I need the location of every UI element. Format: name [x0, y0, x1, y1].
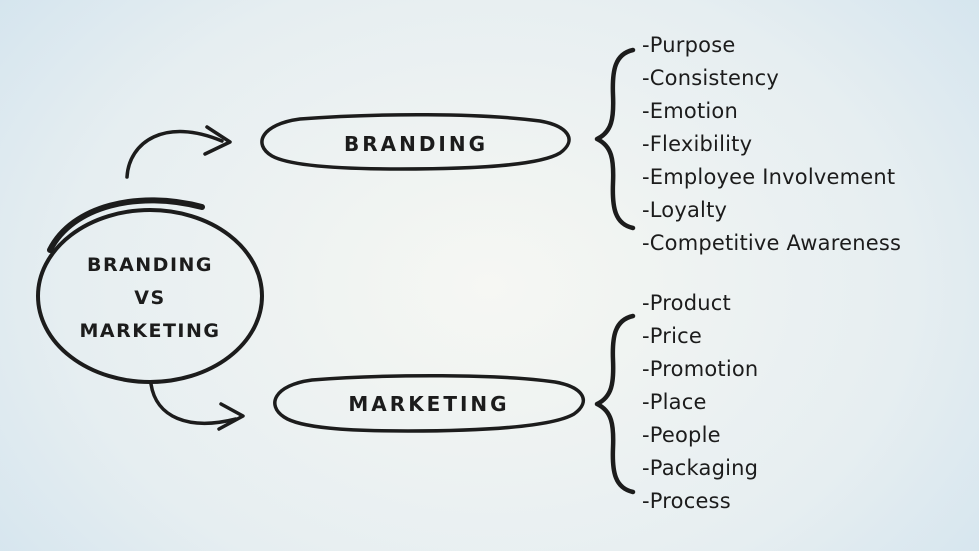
center-node-line3: MARKETING: [79, 320, 221, 342]
center-ellipse-accent-stroke: [47, 197, 205, 253]
marketing-pill-shape: [273, 373, 586, 433]
list-item: -Employee Involvement: [642, 165, 896, 189]
branding-arrow-icon: [125, 125, 232, 179]
list-item: -Consistency: [642, 66, 779, 90]
list-item: -Competitive Awareness: [642, 231, 902, 255]
marketing-brace-icon: [594, 313, 636, 495]
list-item: -People: [642, 423, 721, 447]
list-item: -Product: [642, 291, 731, 315]
list-item: -Flexibility: [642, 132, 753, 156]
branding-brace-icon: [594, 47, 636, 231]
marketing-items-list: -Product -Price -Promotion -Place -Peopl…: [642, 287, 758, 518]
branding-pill-shape: [260, 112, 571, 171]
list-item: -Purpose: [642, 33, 736, 57]
list-item: -Loyalty: [642, 198, 728, 222]
list-item: -Place: [642, 390, 707, 414]
list-item: -Promotion: [642, 357, 759, 381]
center-ellipse-shape: [36, 208, 264, 384]
list-item: -Price: [642, 324, 703, 348]
list-item: -Process: [642, 489, 731, 513]
marketing-pill-label: MARKETING: [348, 392, 510, 416]
branding-items-list: -Purpose -Consistency -Emotion -Flexibil…: [642, 29, 901, 260]
center-node-label: BRANDING VS MARKETING: [38, 249, 262, 348]
center-node-line2: VS: [134, 287, 166, 309]
list-item: -Emotion: [642, 99, 738, 123]
center-node-line1: BRANDING: [86, 254, 214, 276]
list-item: -Packaging: [642, 456, 759, 480]
branding-pill-label: BRANDING: [343, 132, 489, 156]
marketing-arrow-icon: [149, 382, 245, 431]
